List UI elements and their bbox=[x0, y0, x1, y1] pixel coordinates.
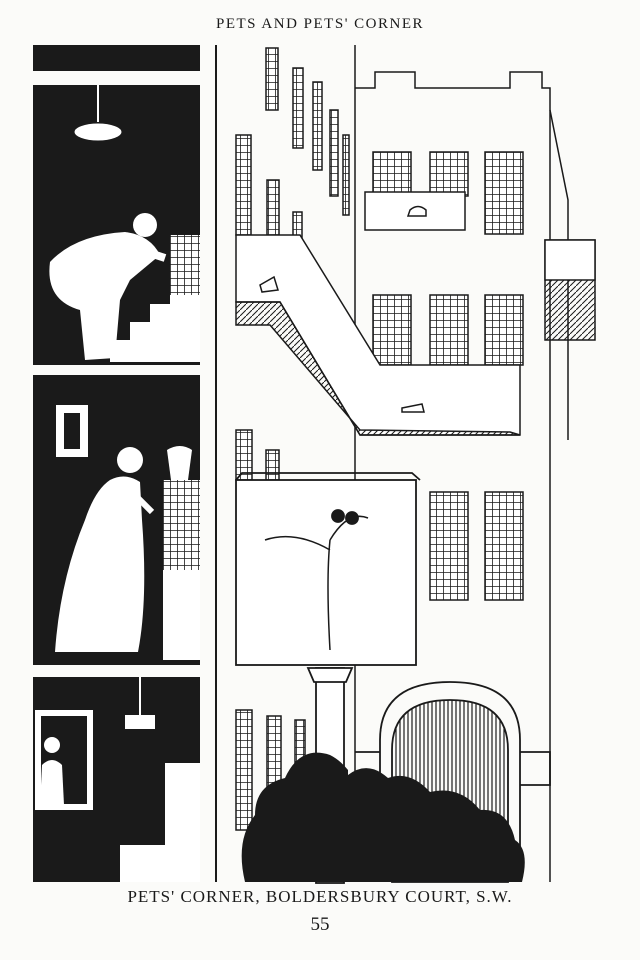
cutaway-rooms bbox=[33, 45, 200, 882]
page-number: 55 bbox=[310, 914, 330, 935]
illustration-boldersbury-court bbox=[33, 45, 596, 884]
bottom-room bbox=[35, 677, 200, 882]
shrubbery bbox=[241, 752, 525, 882]
caption: PETS' CORNER, BOLDERSBURY COURT, S.W. bbox=[127, 887, 513, 906]
woman-at-cage bbox=[55, 405, 200, 660]
long-balcony bbox=[235, 234, 521, 436]
facade-right bbox=[355, 71, 596, 882]
man-peering-at-cage bbox=[49, 85, 200, 362]
running-head: PETS AND PETS' CORNER bbox=[216, 16, 424, 32]
